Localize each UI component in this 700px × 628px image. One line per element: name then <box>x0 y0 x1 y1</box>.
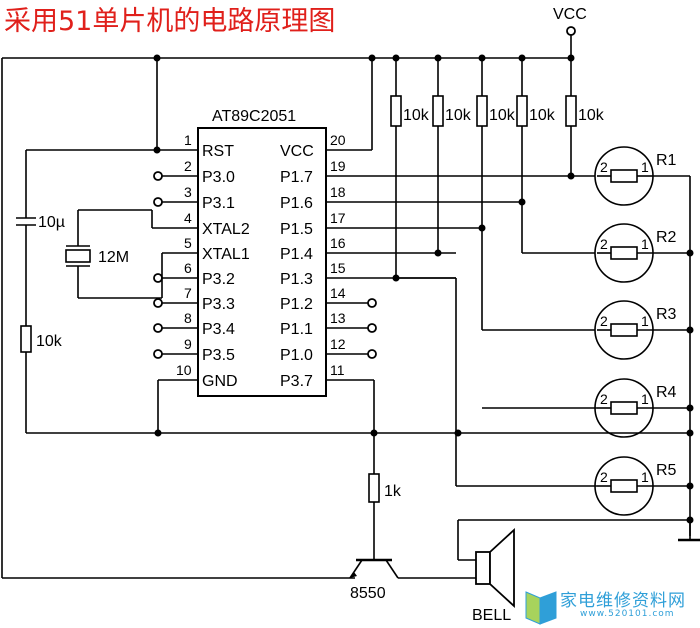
pin-number: 5 <box>184 235 192 251</box>
sensor-pin-right: 1 <box>641 391 649 407</box>
sensor-pin-left: 2 <box>600 313 608 329</box>
base-resistor-label: 1k <box>384 483 402 500</box>
left-pins: 1 RST 2 P3.0 3 P3.1 4 XTAL2 5 XTAL1 6 P3… <box>152 132 250 390</box>
pin-number: 12 <box>330 336 346 352</box>
pullup-label: 10k <box>445 107 472 124</box>
buzzer-bell <box>475 527 515 609</box>
pin-number: 7 <box>184 285 192 301</box>
pin-label: P3.4 <box>202 321 235 338</box>
sensor-r1 <box>594 146 654 206</box>
pin-number: 13 <box>330 310 346 326</box>
pullup-label: 10k <box>489 107 516 124</box>
pullup-label: 10k <box>403 107 430 124</box>
watermark-text: 家电维修资料网 <box>560 591 686 611</box>
sensor-r5 <box>594 456 690 516</box>
crystal-label: 12M <box>98 249 129 266</box>
pin-label: P1.5 <box>280 221 313 238</box>
buzzer-label: BELL <box>472 607 511 624</box>
sensor-r2 <box>594 223 690 283</box>
sensor-pin-right: 1 <box>641 159 649 175</box>
pin-label: P3.1 <box>202 195 235 212</box>
pin-number: 17 <box>330 210 346 226</box>
sensor-pin-right: 1 <box>641 313 649 329</box>
pullup-label: 10k <box>578 107 605 124</box>
vcc-terminal <box>566 26 576 36</box>
sensor-label: R1 <box>656 152 677 169</box>
pin-label: P3.0 <box>202 169 235 186</box>
pin-number: 8 <box>184 310 192 326</box>
pin-label: P3.3 <box>202 296 235 313</box>
pin-number: 4 <box>184 210 192 226</box>
diagram-title: 采用51单片机的电路原理图 <box>4 6 336 37</box>
pin-label: VCC <box>280 143 314 160</box>
sensor-pin-left: 2 <box>600 391 608 407</box>
pin-number: 16 <box>330 235 346 251</box>
pin-label: P1.4 <box>280 246 313 263</box>
pin-label: P3.2 <box>202 271 235 288</box>
pin-label: P1.1 <box>280 321 313 338</box>
reset-resistor-label: 10k <box>36 333 63 350</box>
reset-resistor <box>20 325 32 353</box>
pin-label: P3.7 <box>280 373 313 390</box>
pin-label: P3.5 <box>202 347 235 364</box>
pin-number: 11 <box>330 362 345 378</box>
sensor-label: R2 <box>656 229 677 246</box>
pin-number: 15 <box>330 260 346 276</box>
pin-label: XTAL1 <box>202 246 250 263</box>
pin-label: GND <box>202 373 238 390</box>
pin-label: RST <box>202 143 234 160</box>
pin-number: 20 <box>330 132 346 148</box>
sensor-label: R4 <box>656 384 677 401</box>
sensor-label: R5 <box>656 462 677 479</box>
mcu-chip <box>197 127 327 397</box>
pin-label: XTAL2 <box>202 221 250 238</box>
transistor-8550 <box>349 558 399 579</box>
base-resistor <box>368 473 380 503</box>
crystal-oscillator <box>65 245 91 267</box>
right-pins: 20 VCC 19 P1.7 18 P1.6 17 P1.5 16 P1.4 1… <box>280 132 690 390</box>
pin-number: 3 <box>184 184 192 200</box>
sensor-r3 <box>594 300 690 360</box>
pin-label: P1.7 <box>280 169 313 186</box>
sensor-r4 <box>594 378 690 438</box>
transistor-label: 8550 <box>350 585 386 602</box>
sensor-pin-right: 1 <box>641 469 649 485</box>
pin-number: 9 <box>184 336 192 352</box>
watermark: 家电维修资料网 www.520101.com <box>520 582 700 628</box>
mcu-name: AT89C2051 <box>212 108 296 125</box>
sensor-pin-left: 2 <box>600 236 608 252</box>
pin-number: 18 <box>330 184 346 200</box>
pin-label: P1.2 <box>280 296 313 313</box>
pin-number: 6 <box>184 260 192 276</box>
pin-number: 19 <box>330 158 346 174</box>
sensor-pin-right: 1 <box>641 236 649 252</box>
pin-number: 10 <box>176 362 192 378</box>
watermark-logo-icon <box>525 591 557 625</box>
sensor-pin-left: 2 <box>600 159 608 175</box>
sensor-label: R3 <box>656 306 677 323</box>
pullup-label: 10k <box>529 107 556 124</box>
pin-label: P1.3 <box>280 271 313 288</box>
pin-number: 2 <box>184 158 192 174</box>
pin-label: P1.0 <box>280 347 313 364</box>
reset-capacitor <box>16 217 36 226</box>
sensor-pin-left: 2 <box>600 469 608 485</box>
capacitor-label: 10µ <box>38 214 65 231</box>
pullup-resistors: 10k 10k 10k 10k 10k <box>390 54 605 282</box>
pin-number: 14 <box>330 285 346 301</box>
pin-label: P1.6 <box>280 195 313 212</box>
pin-number: 1 <box>184 132 192 148</box>
watermark-url: www.520101.com <box>580 609 675 619</box>
vcc-label: VCC <box>553 6 587 23</box>
